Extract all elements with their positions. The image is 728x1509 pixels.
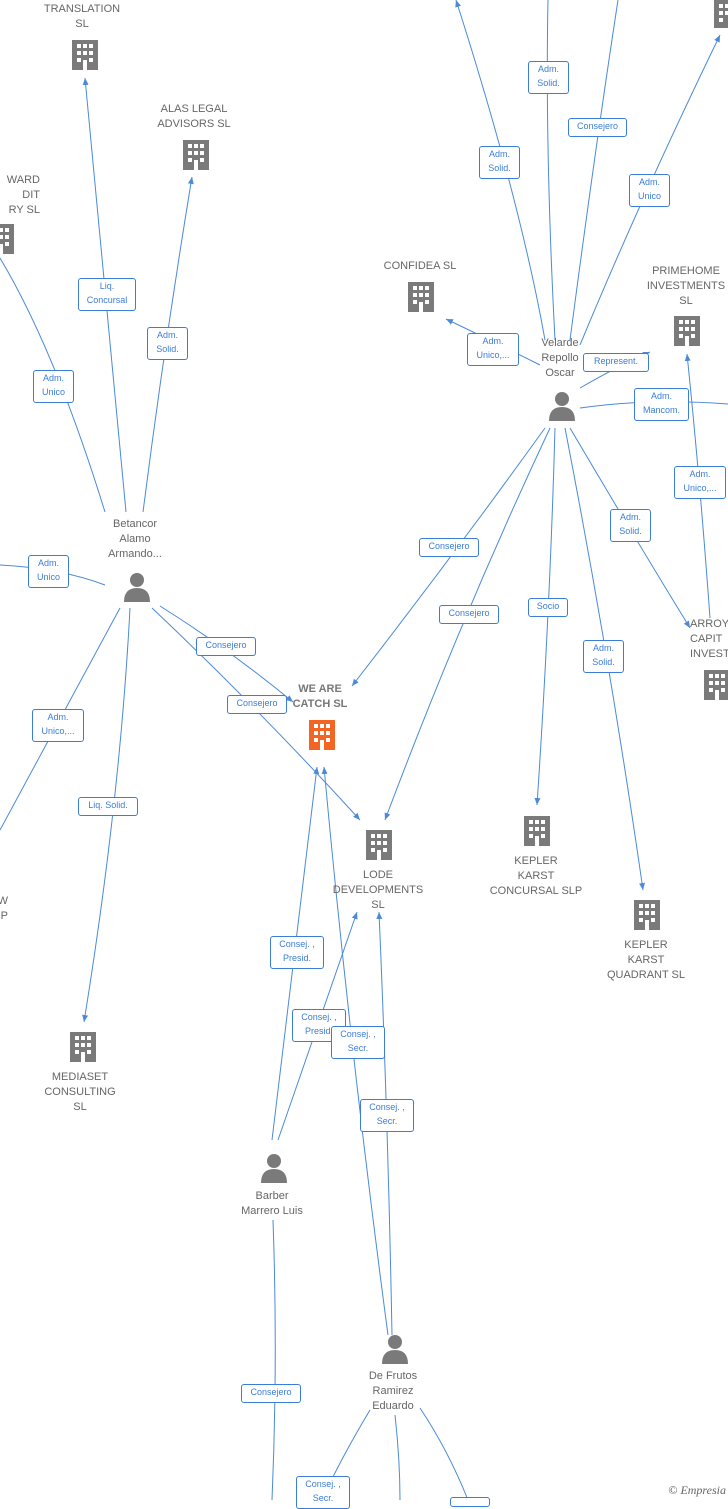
edge-defrutos-bottom3 (419, 1407, 469, 1500)
building-icon[interactable] (406, 280, 436, 319)
building-icon[interactable] (712, 0, 728, 35)
relation-label[interactable]: Represent. (583, 353, 649, 372)
relation-label[interactable]: Adm. Mancom. (634, 388, 689, 421)
relation-label[interactable]: Adm. Unico (33, 370, 74, 403)
relation-label[interactable]: Adm. Unico (629, 174, 670, 207)
edge-velarde-top3 (569, 0, 619, 341)
edge-velarde-lode (384, 427, 551, 821)
relation-label[interactable]: Consej. , Presid. (270, 936, 324, 969)
building-icon[interactable] (702, 668, 728, 707)
node-label-mediaset[interactable]: MEDIASET CONSULTING SL (44, 1071, 116, 1113)
node-label-wp[interactable]: W P (0, 895, 8, 922)
node-label-alas[interactable]: ALAS LEGAL ADVISORS SL (157, 103, 231, 130)
building-icon[interactable] (522, 814, 552, 853)
focus-building-icon[interactable] (307, 718, 337, 757)
node-label-primehome[interactable]: PRIMEHOME INVESTMENTS SL (646, 265, 726, 307)
building-icon[interactable] (68, 1030, 98, 1069)
relation-label[interactable]: Consej. , Secr. (331, 1026, 385, 1059)
relation-label[interactable]: Consejero (568, 118, 627, 137)
relation-label[interactable]: Liq. Solid. (78, 797, 138, 816)
building-icon[interactable] (632, 898, 662, 937)
building-icon[interactable] (0, 222, 16, 261)
relation-label[interactable]: Consej. , Secr. (360, 1099, 414, 1132)
building-icon[interactable] (672, 314, 702, 353)
node-label-arroyo[interactable]: ARROY CAPIT INVEST (690, 618, 728, 660)
person-icon[interactable] (122, 571, 152, 608)
edge-velarde-wearecatch (351, 427, 546, 687)
node-label-lode[interactable]: LODE DEVELOPMENTS SL (332, 869, 424, 911)
relation-label-partial[interactable] (450, 1497, 490, 1507)
edge-betancor-ward (0, 257, 106, 513)
edge-betancor-lode (151, 607, 361, 821)
relation-label[interactable]: Adm. Solid. (528, 61, 569, 94)
relation-label[interactable]: Liq. Concursal (78, 278, 136, 311)
relation-label[interactable]: Consejero (196, 637, 256, 656)
relation-label[interactable]: Socio (528, 598, 568, 617)
person-icon[interactable] (259, 1152, 289, 1189)
relation-label[interactable]: Adm. Unico,... (32, 709, 84, 742)
node-label-defrutos[interactable]: De Frutos Ramirez Eduardo (368, 1370, 418, 1412)
relation-label[interactable]: Adm. Solid. (610, 509, 651, 542)
building-icon[interactable] (181, 138, 211, 177)
brand-logo: Empresia (680, 1483, 726, 1497)
relation-label[interactable]: Consejero (439, 605, 499, 624)
node-label-confidea[interactable]: CONFIDEA SL (383, 260, 457, 272)
copyright-icon: © (668, 1483, 678, 1497)
node-label-barber[interactable]: Barber Marrero Luis (241, 1190, 303, 1217)
node-label-betancor[interactable]: Betancor Alamo Armando... (108, 518, 162, 560)
relation-label[interactable]: Adm. Solid. (479, 146, 520, 179)
relation-label[interactable]: Adm. Unico (28, 555, 69, 588)
node-label-ward[interactable]: WARD DIT RY SL (6, 174, 40, 216)
relation-label[interactable]: Adm. Unico,... (674, 466, 726, 499)
building-icon[interactable] (364, 828, 394, 867)
relation-label[interactable]: Consejero (241, 1384, 301, 1403)
relation-label[interactable]: Adm. Solid. (583, 640, 624, 673)
person-icon[interactable] (380, 1333, 410, 1370)
person-icon[interactable] (547, 390, 577, 427)
relation-label[interactable]: Adm. Unico,... (467, 333, 519, 366)
relation-label[interactable]: Consejero (227, 695, 287, 714)
relation-label[interactable]: Adm. Solid. (147, 327, 188, 360)
edge-barber-bottom (271, 1219, 276, 1500)
node-label-keplerq[interactable]: KEPLER KARST QUADRANT SL (606, 939, 686, 981)
edge-defrutos-bottom2 (394, 1414, 401, 1500)
node-label-translation[interactable]: TRANSLATION SL (43, 3, 121, 30)
building-icon[interactable] (70, 38, 100, 77)
edge-velarde-top1 (455, 0, 546, 341)
node-label-keplerc[interactable]: KEPLER KARST CONCURSAL SLP (489, 855, 583, 897)
node-label-velarde[interactable]: Velarde Repollo Oscar (541, 337, 579, 379)
edge-velarde-top2 (546, 0, 556, 341)
relation-label[interactable]: Consej. , Secr. (296, 1476, 350, 1509)
node-label-wearecatch[interactable]: WE ARE CATCH SL (292, 683, 348, 710)
footer-brand: © Empresia (668, 1483, 726, 1498)
relation-label[interactable]: Consejero (419, 538, 479, 557)
